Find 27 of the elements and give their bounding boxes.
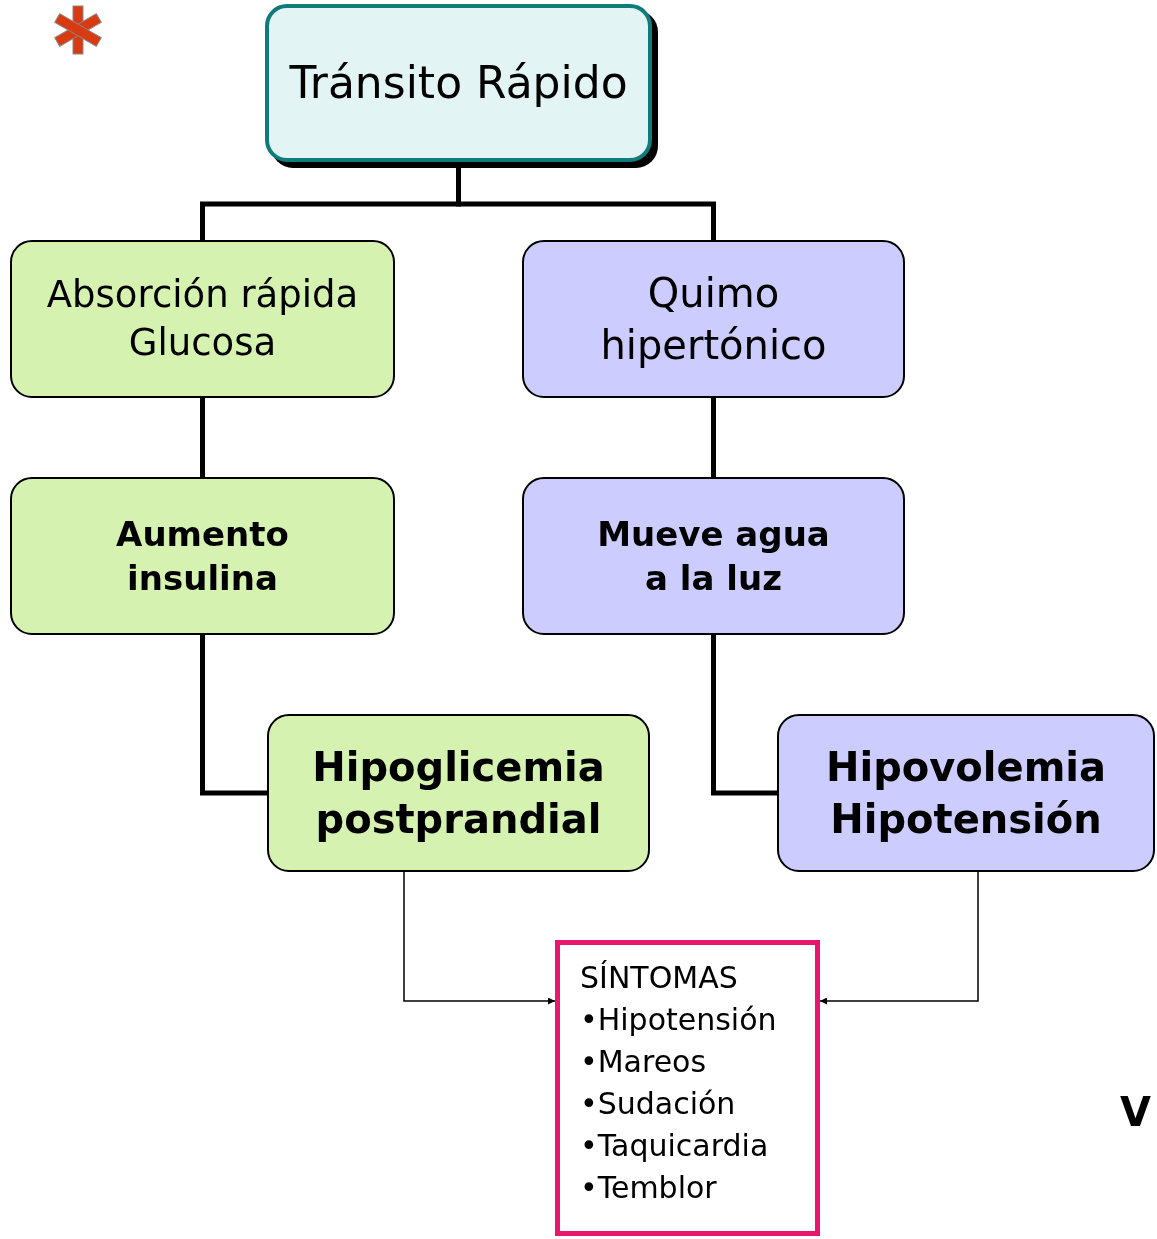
process-box [10,477,395,635]
arrow [819,871,979,1005]
list-item: •Hipotensión [580,1001,777,1039]
outcome-box [777,714,1155,872]
node-label: Quimo hipertónico [599,269,828,370]
process-box [522,240,905,398]
cut-off-text: V [1120,1088,1151,1137]
process-box [522,477,905,635]
list-item: •Temblor [580,1169,717,1207]
list-heading: SÍNTOMAS [580,959,738,997]
list-item: •Sudación [580,1085,736,1123]
arrow [403,871,556,1005]
connector-line [200,635,267,796]
node-label: Hipovolemia Hipotensión [824,743,1108,844]
node-label: Hipoglicemia postprandial [311,743,606,844]
list-item: •Taquicardia [580,1127,769,1165]
outcome-box [267,714,650,872]
process-box [10,240,395,398]
node-label: Aumento insulina [115,512,290,600]
connector-line [711,398,716,477]
node-label: Tránsito Rápido [289,56,628,110]
connector-line [200,398,205,477]
connector-line [711,635,777,796]
node-label: Mueve agua a la luz [596,512,831,600]
list-item: •Mareos [580,1043,707,1081]
symptoms-box [555,940,820,1236]
node-label: Absorción rápida Glucosa [45,271,360,366]
